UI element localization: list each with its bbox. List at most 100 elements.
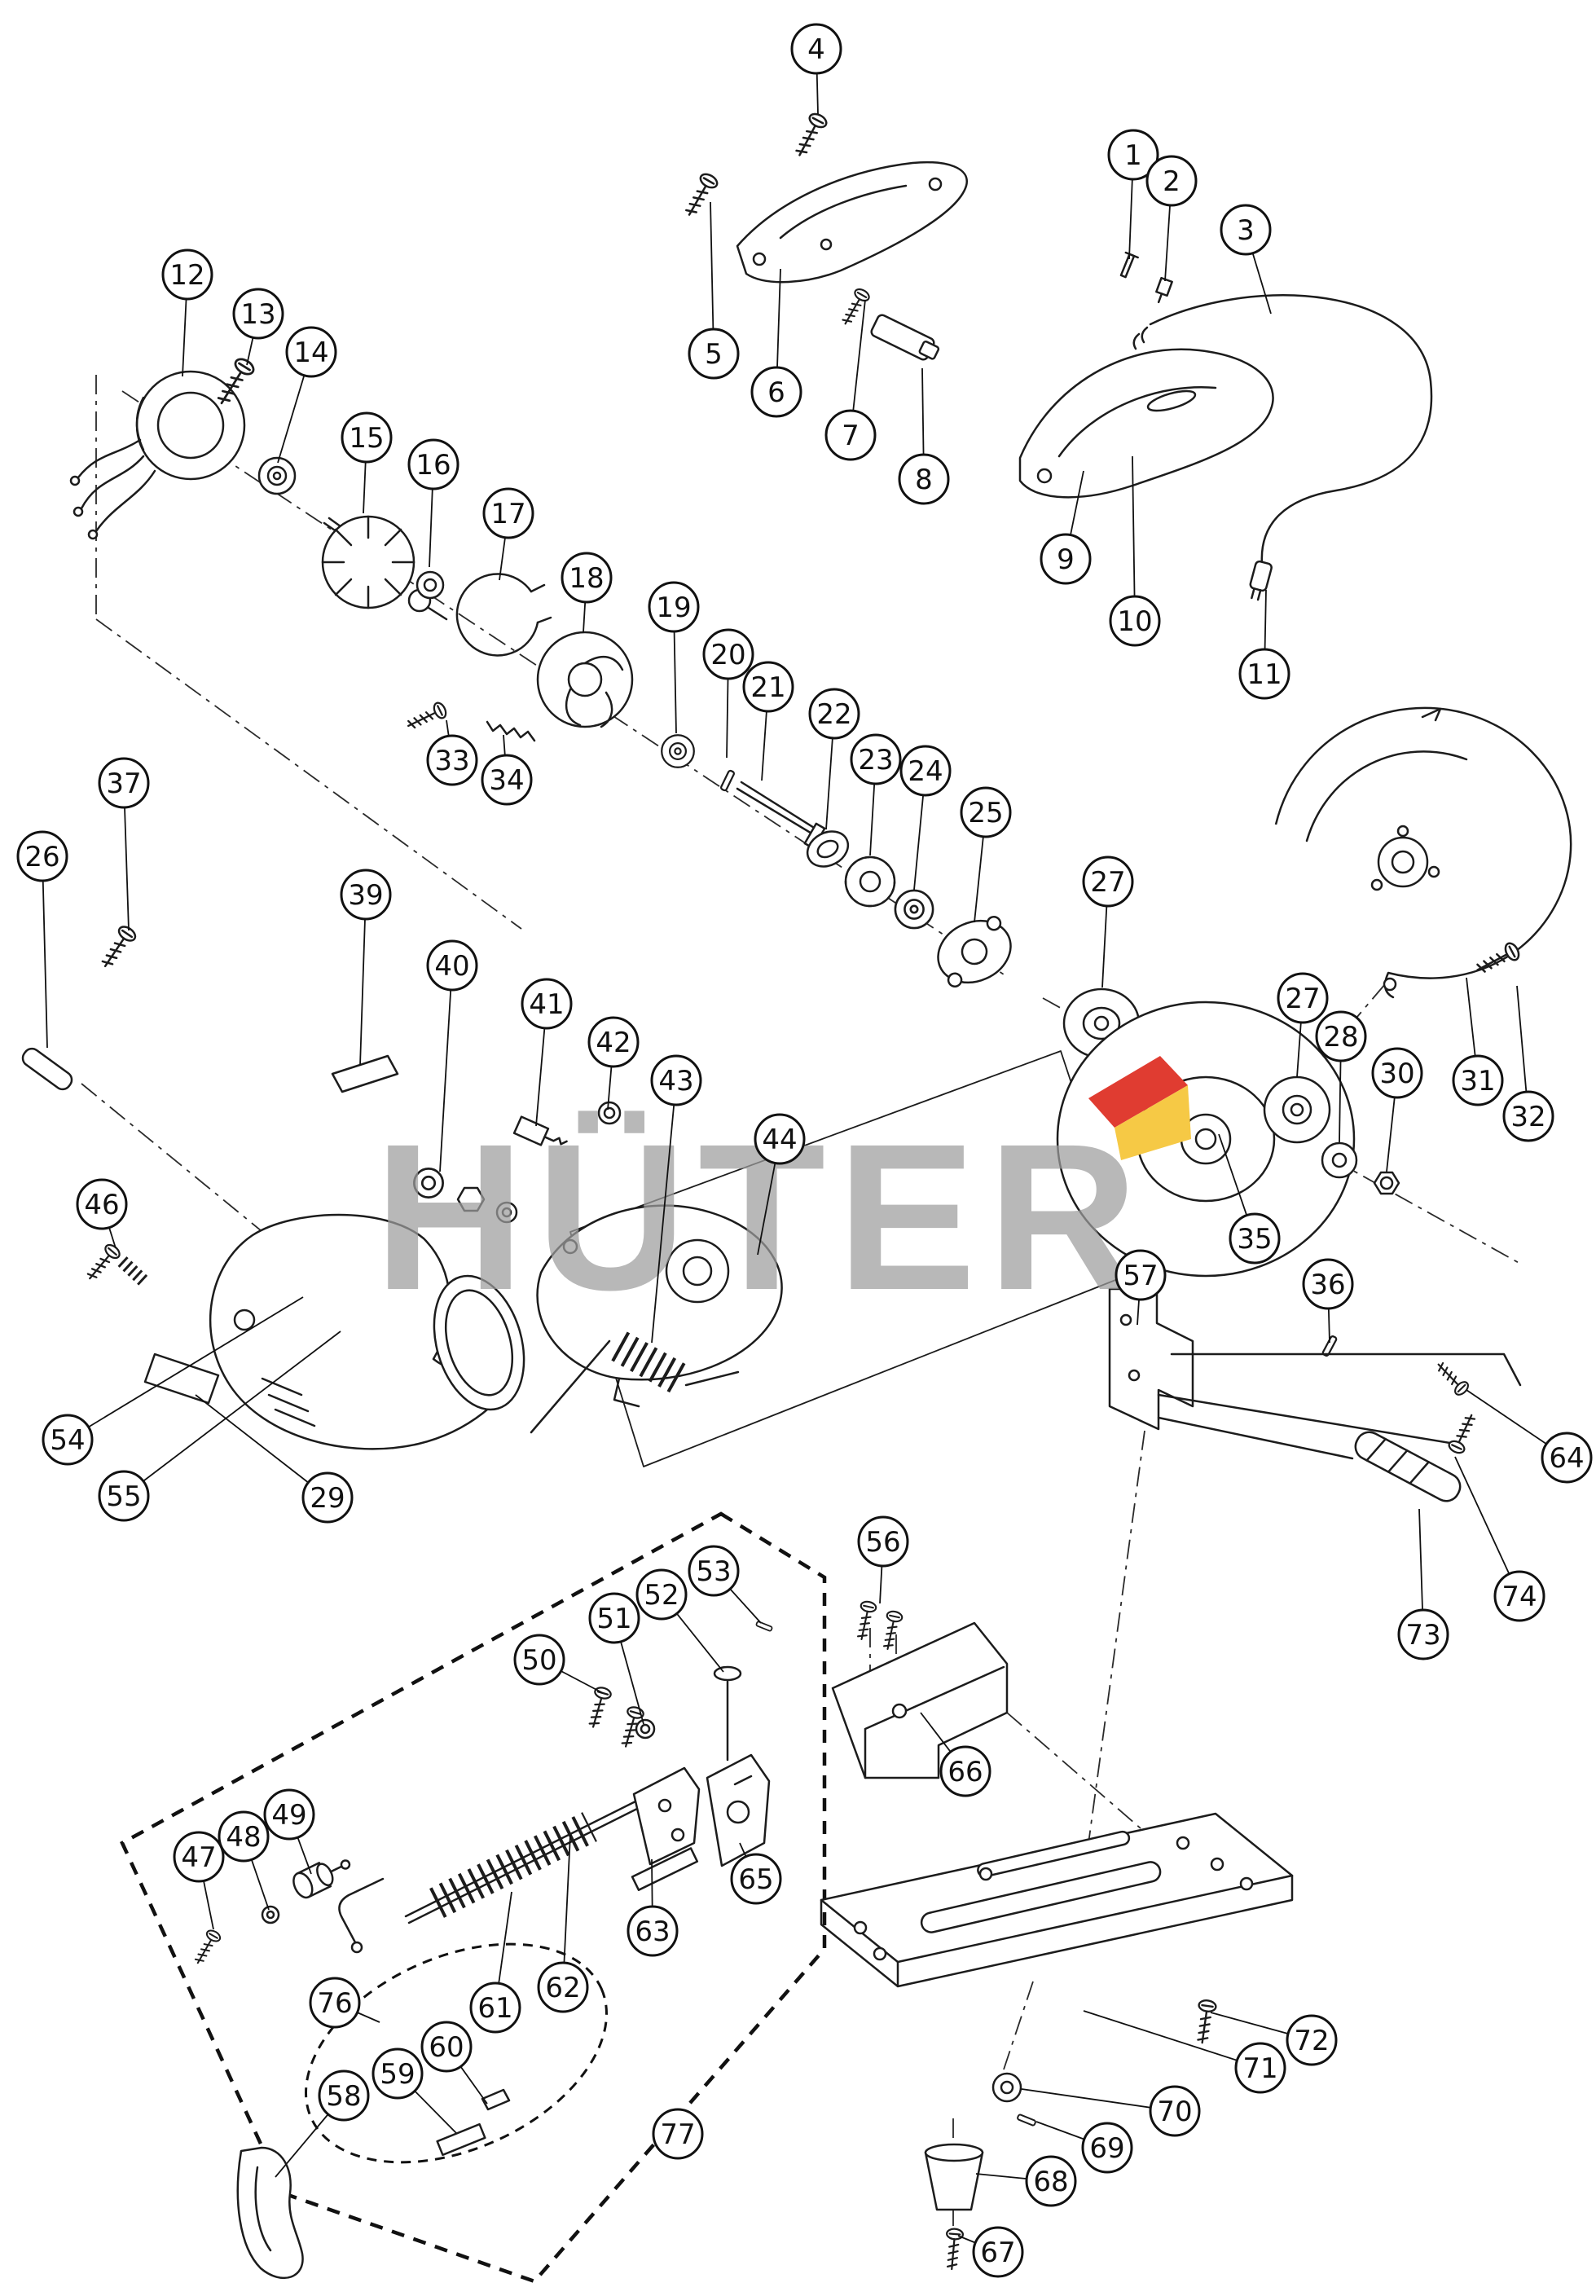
callout-leader-43: [651, 1080, 677, 1344]
callout-number-33: 33: [434, 745, 469, 777]
clip-drawing: [1155, 276, 1173, 304]
callout-number-15: 15: [349, 422, 384, 455]
callout-number-16: 16: [415, 449, 451, 482]
callout-number-73: 73: [1405, 1619, 1440, 1652]
callout-27: [1082, 856, 1134, 908]
callout-number-29: 29: [310, 1482, 345, 1515]
gear-housing-drawing: [21, 922, 783, 1450]
callout-29: [301, 1471, 354, 1524]
callout-63: [627, 1905, 679, 1957]
callout-39: [340, 869, 392, 921]
callout-12: [161, 249, 213, 301]
callout-22: [808, 688, 860, 740]
callout-6: [750, 366, 802, 418]
callout-4: [790, 23, 842, 75]
callout-18: [561, 552, 613, 604]
callout-number-10: 10: [1117, 605, 1152, 638]
callout-number-70: 70: [1157, 2096, 1192, 2128]
callout-42: [587, 1016, 640, 1068]
callout-number-35: 35: [1237, 1223, 1272, 1256]
watermark-flag-red: [1088, 1056, 1188, 1128]
callout-68: [1025, 2155, 1077, 2207]
callout-71: [1234, 2042, 1286, 2094]
callout-16: [407, 438, 459, 490]
callout-number-69: 69: [1089, 2132, 1124, 2165]
callout-number-6: 6: [767, 376, 785, 409]
callout-number-27: 27: [1285, 983, 1320, 1015]
screw-icon: [838, 286, 873, 329]
callout-number-77: 77: [660, 2118, 695, 2151]
callout-number-19: 19: [656, 592, 691, 624]
callout-73: [1397, 1608, 1449, 1660]
callout-26: [16, 830, 68, 882]
callout-21: [742, 661, 794, 713]
callout-number-44: 44: [762, 1124, 797, 1156]
callout-50: [513, 1634, 565, 1686]
arbor-bolt-drawing: [1373, 1171, 1400, 1195]
callout-67: [972, 2226, 1024, 2278]
callout-57: [1115, 1249, 1167, 1301]
callout-number-28: 28: [1323, 1021, 1358, 1053]
callout-2: [1145, 155, 1198, 207]
callout-36: [1302, 1258, 1354, 1310]
callout-number-14: 14: [293, 336, 328, 369]
carbon-brush-drawing: [512, 1115, 568, 1146]
callout-11: [1238, 648, 1290, 700]
callout-number-46: 46: [84, 1189, 119, 1221]
blade-guard-assembly-drawing: [1056, 706, 1572, 1502]
screw-icon: [790, 110, 830, 161]
callout-number-58: 58: [326, 2080, 361, 2113]
callout-number-47: 47: [181, 1841, 216, 1874]
callout-number-71: 71: [1242, 2052, 1277, 2085]
callout-leader-26: [42, 856, 48, 1049]
callout-number-62: 62: [545, 1972, 580, 2004]
callout-41: [521, 978, 573, 1030]
callout-number-26: 26: [24, 841, 59, 873]
callout-number-23: 23: [858, 744, 893, 776]
callout-number-40: 40: [434, 950, 469, 983]
callout-number-13: 13: [240, 298, 275, 331]
callout-leader-71: [1083, 2010, 1261, 2069]
callout-62: [537, 1961, 589, 2013]
callout-number-63: 63: [635, 1916, 670, 1948]
callout-54: [42, 1414, 94, 1466]
callout-48: [218, 1810, 270, 1863]
callout-number-24: 24: [908, 755, 943, 788]
pivot-bracket-drawing: [1108, 1287, 1194, 1431]
callout-number-12: 12: [169, 259, 204, 292]
callout-leader-39: [359, 894, 367, 1067]
callout-52: [635, 1568, 688, 1621]
callout-14: [285, 326, 337, 378]
callout-number-66: 66: [947, 1756, 983, 1788]
callout-number-65: 65: [738, 1863, 773, 1896]
callout-number-68: 68: [1033, 2166, 1068, 2198]
callout-46: [76, 1178, 128, 1230]
power-cord-drawing: [1132, 294, 1433, 601]
callout-43: [650, 1054, 702, 1106]
callout-number-5: 5: [705, 338, 723, 371]
callout-number-2: 2: [1163, 165, 1181, 198]
callout-69: [1081, 2122, 1133, 2174]
callout-32: [1502, 1090, 1554, 1142]
callout-number-20: 20: [710, 639, 745, 671]
callout-60: [420, 2021, 473, 2073]
callout-number-49: 49: [271, 1799, 306, 1832]
callout-number-59: 59: [380, 2058, 415, 2091]
motor-parts-drawing: [69, 354, 1012, 987]
callout-number-32: 32: [1510, 1101, 1545, 1133]
callout-34: [481, 754, 533, 806]
callout-number-25: 25: [968, 797, 1003, 829]
vise-assembly-drawing: [120, 1511, 827, 2284]
callout-number-50: 50: [521, 1644, 556, 1677]
callout-number-11: 11: [1246, 658, 1282, 691]
callout-17: [482, 487, 534, 539]
pin-drawing: [1119, 251, 1139, 279]
callout-8: [898, 453, 950, 505]
callout-number-37: 37: [106, 768, 141, 800]
callout-number-51: 51: [596, 1603, 631, 1635]
callout-number-34: 34: [489, 764, 524, 797]
knob-drawing: [292, 1859, 351, 1899]
callout-24: [899, 745, 952, 797]
